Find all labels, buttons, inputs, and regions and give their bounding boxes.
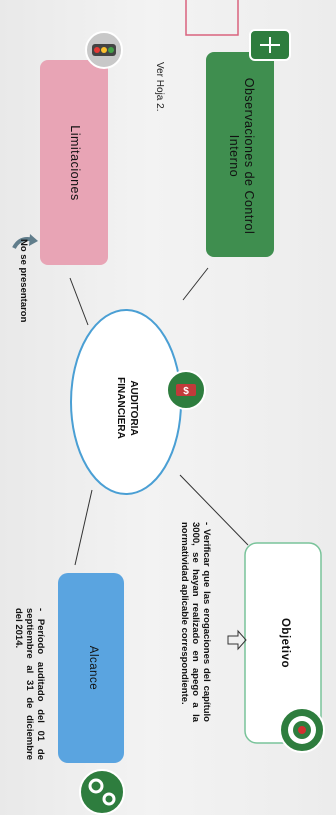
pointing-hand-icon (249, 29, 291, 61)
connector-objetivo (179, 474, 249, 546)
node-observaciones[interactable] (206, 52, 274, 257)
objetivo-label: Objetivo (279, 617, 291, 668)
gears-icon (79, 769, 125, 815)
connector-observaciones (182, 267, 209, 301)
svg-text:$: $ (183, 386, 189, 397)
alcance-label: Alcance (87, 645, 99, 691)
center-label: AUDITORIA FINANCIERA (115, 377, 139, 439)
connector-alcance (74, 489, 93, 566)
limitaciones-label: Limitaciones (68, 125, 82, 201)
node-limitaciones[interactable] (40, 60, 108, 265)
curved-arrow-icon (12, 234, 38, 249)
target-icon (279, 707, 325, 753)
observaciones-note: Ver Hoja 2. (154, 62, 165, 112)
connector-limitaciones (69, 277, 89, 326)
node-alcance[interactable] (58, 573, 124, 763)
objetivo-note: - Verificar que las erogaciones del capí… (179, 522, 212, 722)
alcance-note: - Período auditado del 01 de septiembre … (13, 608, 46, 760)
bracket-line (185, 0, 239, 36)
money-hand-icon: $ (166, 370, 206, 410)
observaciones-label: Observaciones de Control Interno (227, 77, 256, 235)
traffic-light-icon (85, 31, 123, 69)
arrow-icon (227, 629, 247, 651)
limitaciones-note: No se presentaron (18, 239, 29, 323)
node-objetivo[interactable] (244, 542, 322, 744)
